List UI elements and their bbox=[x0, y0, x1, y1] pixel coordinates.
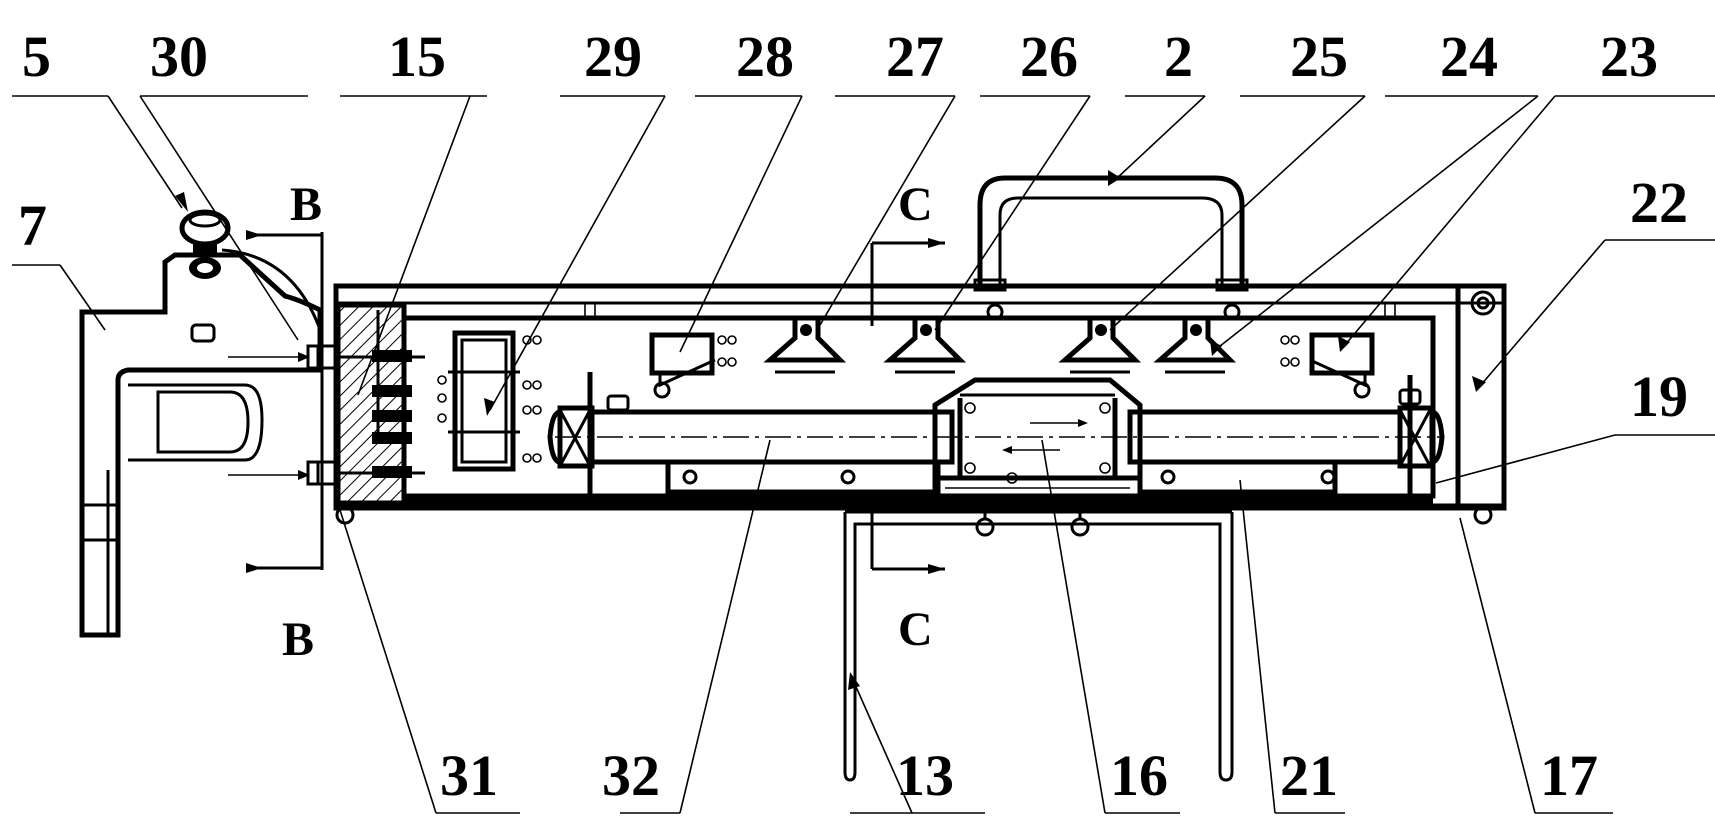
label-17: 17 bbox=[1540, 743, 1598, 808]
label-5: 5 bbox=[22, 24, 51, 89]
section-label-c-bottom: C bbox=[898, 603, 933, 656]
handle-part-2 bbox=[973, 175, 1249, 321]
label-13: 13 bbox=[896, 743, 954, 808]
label-31: 31 bbox=[440, 743, 498, 808]
limit-switch-part-23 bbox=[1280, 332, 1375, 399]
label-30: 30 bbox=[150, 24, 208, 89]
limit-switch-part-28 bbox=[649, 332, 737, 399]
label-7: 7 bbox=[18, 193, 47, 258]
label-23: 23 bbox=[1600, 24, 1658, 89]
label-21: 21 bbox=[1280, 743, 1338, 808]
sensor-part-26 bbox=[883, 320, 967, 374]
label-25: 25 bbox=[1290, 24, 1348, 89]
label-19: 19 bbox=[1630, 364, 1688, 429]
label-26: 26 bbox=[1020, 24, 1078, 89]
sensor-part-27 bbox=[763, 320, 847, 374]
knob-part-5 bbox=[179, 209, 231, 279]
label-32: 32 bbox=[602, 743, 660, 808]
label-2: 2 bbox=[1164, 24, 1193, 89]
label-16: 16 bbox=[1110, 743, 1168, 808]
label-24: 24 bbox=[1440, 24, 1498, 89]
label-27: 27 bbox=[886, 24, 944, 89]
housing bbox=[333, 283, 1507, 525]
leader-lines bbox=[12, 95, 1715, 814]
section-line-b bbox=[246, 230, 324, 573]
label-28: 28 bbox=[736, 24, 794, 89]
sensor-part-24 bbox=[1153, 320, 1237, 374]
bracket-part-7 bbox=[79, 252, 323, 638]
carriage-part-16 bbox=[932, 377, 1143, 511]
label-29: 29 bbox=[584, 24, 642, 89]
probe-part-13 bbox=[843, 510, 1234, 782]
guide-shaft-part-32 bbox=[547, 372, 1445, 501]
label-22: 22 bbox=[1630, 170, 1688, 235]
part-number-labels: 5 30 15 29 28 27 26 2 25 24 23 22 19 7 3… bbox=[18, 24, 1688, 808]
section-label-b-bottom: B bbox=[282, 613, 314, 666]
section-label-b-top: B bbox=[290, 178, 322, 231]
label-15: 15 bbox=[388, 24, 446, 89]
sensor-part-25 bbox=[1058, 320, 1142, 374]
section-line-c bbox=[870, 238, 945, 574]
relay-part-29 bbox=[437, 330, 542, 472]
section-label-c-top: C bbox=[898, 178, 933, 231]
cable bbox=[221, 248, 324, 336]
